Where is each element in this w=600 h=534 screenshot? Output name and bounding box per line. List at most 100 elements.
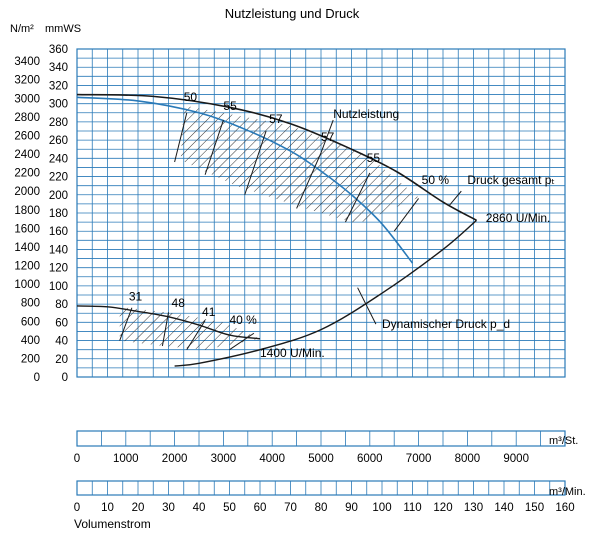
y-tick-mmws: 60 bbox=[55, 317, 68, 329]
efficiency-label-2860: 50 % bbox=[422, 173, 450, 187]
flow-scale-h-label: 1000 bbox=[113, 453, 139, 465]
y-tick-mmws: 280 bbox=[49, 117, 68, 129]
y-tick-mmws: 360 bbox=[49, 44, 68, 56]
flow-scale-min-label: 120 bbox=[433, 502, 452, 514]
y-tick-pa: 600 bbox=[21, 316, 40, 328]
flow-scale-h-label: 7000 bbox=[406, 453, 432, 465]
y-tick-mmws: 220 bbox=[49, 172, 68, 184]
y-tick-mmws: 300 bbox=[49, 99, 68, 111]
annotation-speed-1400: 1400 U/Min. bbox=[260, 346, 325, 360]
efficiency-label-1400: 31 bbox=[129, 289, 143, 303]
y-tick-mmws: 100 bbox=[49, 281, 68, 293]
efficiency-boundary bbox=[393, 198, 420, 232]
flow-scale-h-label: 6000 bbox=[357, 453, 383, 465]
efficiency-boundary bbox=[204, 119, 224, 175]
y-tick-pa: 0 bbox=[34, 372, 40, 384]
series-dynamic-pressure bbox=[174, 219, 478, 367]
flow-scale-min-label: 10 bbox=[101, 502, 114, 514]
flow-scale-h-label: 5000 bbox=[308, 453, 334, 465]
annotation-leader bbox=[357, 287, 377, 325]
y-tick-pa: 1800 bbox=[14, 205, 40, 217]
y-tick-pa: 3000 bbox=[14, 93, 40, 105]
y-tick-mmws: 80 bbox=[55, 299, 68, 311]
x-axis-label: Volumenstrom bbox=[74, 517, 151, 531]
series-power bbox=[76, 96, 414, 264]
unit-flow-min: m³/Min. bbox=[549, 486, 586, 498]
flow-scale-h-label: 8000 bbox=[455, 453, 481, 465]
series-total-pressure-2860 bbox=[76, 93, 477, 221]
y-tick-mmws: 40 bbox=[55, 336, 68, 348]
efficiency-boundary bbox=[174, 112, 188, 163]
y-tick-pa: 200 bbox=[21, 353, 40, 365]
flow-scale-min-label: 0 bbox=[74, 502, 80, 514]
y-tick-pa: 2200 bbox=[14, 168, 40, 180]
y-tick-pa: 2000 bbox=[14, 186, 40, 198]
efficiency-boundary bbox=[186, 320, 206, 350]
efficiency-boundary bbox=[296, 152, 322, 209]
efficiency-label-2860: 57 bbox=[321, 130, 335, 144]
y-tick-mmws: 140 bbox=[49, 244, 68, 256]
y-tick-mmws: 180 bbox=[49, 208, 68, 220]
y-tick-pa: 3200 bbox=[14, 75, 40, 87]
flow-scale-min-label: 90 bbox=[345, 502, 358, 514]
y-tick-pa: 3400 bbox=[14, 56, 40, 68]
flow-scale-min-label: 40 bbox=[193, 502, 206, 514]
efficiency-boundary bbox=[344, 172, 371, 223]
efficiency-boundary bbox=[119, 307, 133, 341]
flow-scale-h-label: 0 bbox=[74, 453, 80, 465]
flow-scale-min-label: 140 bbox=[494, 502, 513, 514]
annotation-leader bbox=[448, 190, 462, 207]
flow-scale-min-label: 100 bbox=[372, 502, 391, 514]
annotation-speed-2860: 2860 U/Min. bbox=[486, 211, 551, 225]
y-tick-mmws: 20 bbox=[55, 354, 68, 366]
curves bbox=[76, 93, 478, 367]
y-tick-pa: 2600 bbox=[14, 130, 40, 142]
y-tick-pa: 1400 bbox=[14, 242, 40, 254]
flow-scale-h-label: 4000 bbox=[259, 453, 285, 465]
efficiency-label-1400: 48 bbox=[172, 296, 186, 310]
y-tick-mmws: 240 bbox=[49, 153, 68, 165]
flow-scale-min-label: 20 bbox=[132, 502, 145, 514]
annotation-power: Nutzleistung bbox=[333, 107, 399, 121]
flow-scale-h-label: 2000 bbox=[162, 453, 188, 465]
axes: 0200400600800100012001400160018002000220… bbox=[14, 44, 574, 514]
efficiency-label-2860: 57 bbox=[269, 112, 283, 126]
efficiency-label-2860: 55 bbox=[223, 99, 237, 113]
flow-scale-h-label: 3000 bbox=[211, 453, 237, 465]
efficiency-label-2860: 50 bbox=[184, 90, 198, 104]
flow-scale-min-label: 150 bbox=[525, 502, 544, 514]
efficiency-boundary bbox=[161, 312, 169, 347]
efficiency-label-1400: 41 bbox=[202, 305, 216, 319]
y-tick-pa: 1200 bbox=[14, 261, 40, 273]
annotation-dynamic-pressure: Dynamischer Druck p_d bbox=[382, 317, 510, 331]
y-tick-mmws: 320 bbox=[49, 80, 68, 92]
flow-scale-min-label: 130 bbox=[464, 502, 483, 514]
chart-title: Nutzleistung und Druck bbox=[225, 6, 360, 21]
y-tick-mmws: 200 bbox=[49, 190, 68, 202]
flow-scale-h-label: 9000 bbox=[503, 453, 529, 465]
series-total-pressure-1400 bbox=[76, 305, 261, 340]
y-tick-pa: 1600 bbox=[14, 223, 40, 235]
efficiency-label-1400: 40 % bbox=[230, 313, 258, 327]
y-tick-mmws: 260 bbox=[49, 135, 68, 147]
y-tick-mmws: 0 bbox=[62, 372, 68, 384]
y-tick-mmws: 340 bbox=[49, 62, 68, 74]
y-tick-mmws: 160 bbox=[49, 226, 68, 238]
unit-flow-h: m³/St. bbox=[549, 435, 578, 447]
y-tick-pa: 800 bbox=[21, 298, 40, 310]
y-tick-pa: 1000 bbox=[14, 279, 40, 291]
flow-scale-min-label: 160 bbox=[555, 502, 574, 514]
y-tick-pa: 2800 bbox=[14, 112, 40, 124]
hatch-region-1400 bbox=[119, 306, 260, 350]
efficiency-boundary bbox=[229, 332, 255, 351]
flow-scale-min-label: 80 bbox=[315, 502, 328, 514]
unit-mmws: mmWS bbox=[45, 23, 81, 35]
unit-pa: N/m² bbox=[10, 23, 34, 35]
efficiency-label-2860: 55 bbox=[367, 151, 381, 165]
flow-scale-min-label: 110 bbox=[403, 502, 421, 514]
flow-scale-min-label: 60 bbox=[254, 502, 267, 514]
flow-scale-min-label: 50 bbox=[223, 502, 236, 514]
flow-scale-min-label: 30 bbox=[162, 502, 175, 514]
